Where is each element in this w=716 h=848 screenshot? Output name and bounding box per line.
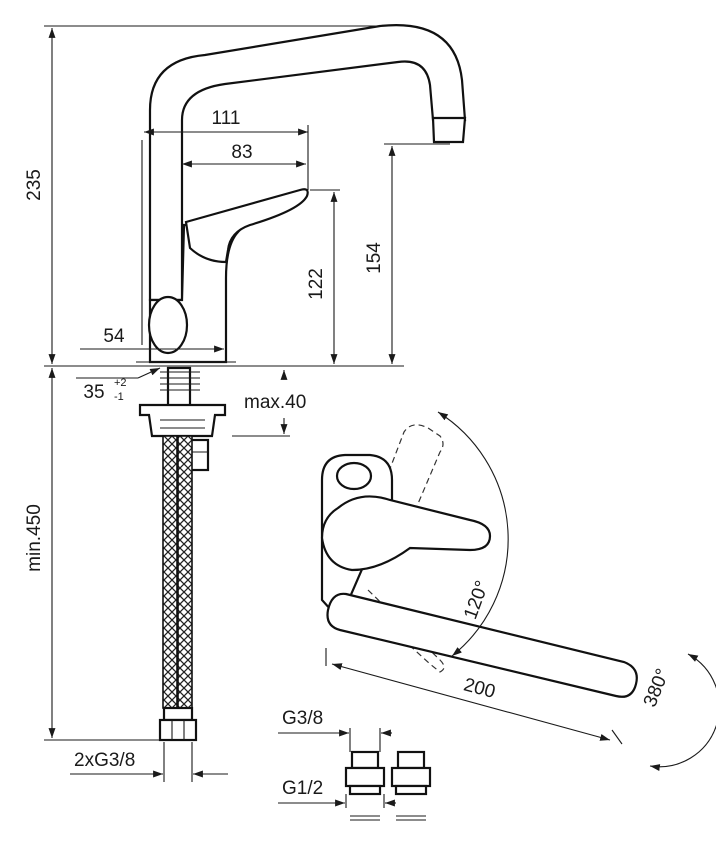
rotation-arc	[649, 653, 716, 771]
base-ring	[147, 295, 189, 355]
label-overall-height: 235	[24, 169, 45, 201]
label-spout-reach: 111	[212, 108, 241, 129]
adapter-g38	[350, 750, 380, 770]
faucet-side-view	[44, 24, 467, 742]
hose-fitting	[162, 706, 194, 722]
label-base-diameter: 54	[103, 326, 125, 347]
label-hole-diameter: 35	[83, 382, 104, 403]
label-hole-tol-plus: +2	[114, 377, 127, 389]
label-hose-thread: 2xG3/8	[74, 750, 135, 771]
faucet-top-view	[320, 411, 716, 771]
lever-top	[320, 495, 492, 572]
label-adapter-g12: G1/2	[282, 778, 323, 799]
label-lever-height: 122	[306, 268, 327, 300]
label-max-deck: max.40	[244, 392, 306, 413]
adapters	[278, 728, 432, 821]
label-hose-length: min.450	[24, 504, 45, 572]
spout-tube	[148, 24, 467, 302]
label-spout-length: 200	[461, 674, 497, 702]
label-outlet-height: 154	[364, 242, 385, 274]
label-adapter-g38: G3/8	[282, 708, 323, 729]
label-swing-angle: 120°	[460, 578, 493, 622]
base-hole	[335, 461, 373, 491]
label-spout-rotation: 380°	[640, 666, 674, 710]
label-hole-tol-minus: -1	[114, 391, 124, 403]
braided-hose-left	[162, 435, 178, 709]
spout-outlet	[431, 116, 467, 144]
dimension-labels: 235 111 83 122 154 54 35 +2 -1 max.40 mi…	[24, 108, 674, 799]
label-lever-reach: 83	[231, 142, 252, 163]
dimension-lines	[44, 25, 450, 782]
swing-angle-arc	[437, 411, 509, 657]
braided-hose-right	[177, 435, 193, 709]
lever-handle	[184, 188, 309, 264]
mounting-shank	[166, 366, 192, 408]
